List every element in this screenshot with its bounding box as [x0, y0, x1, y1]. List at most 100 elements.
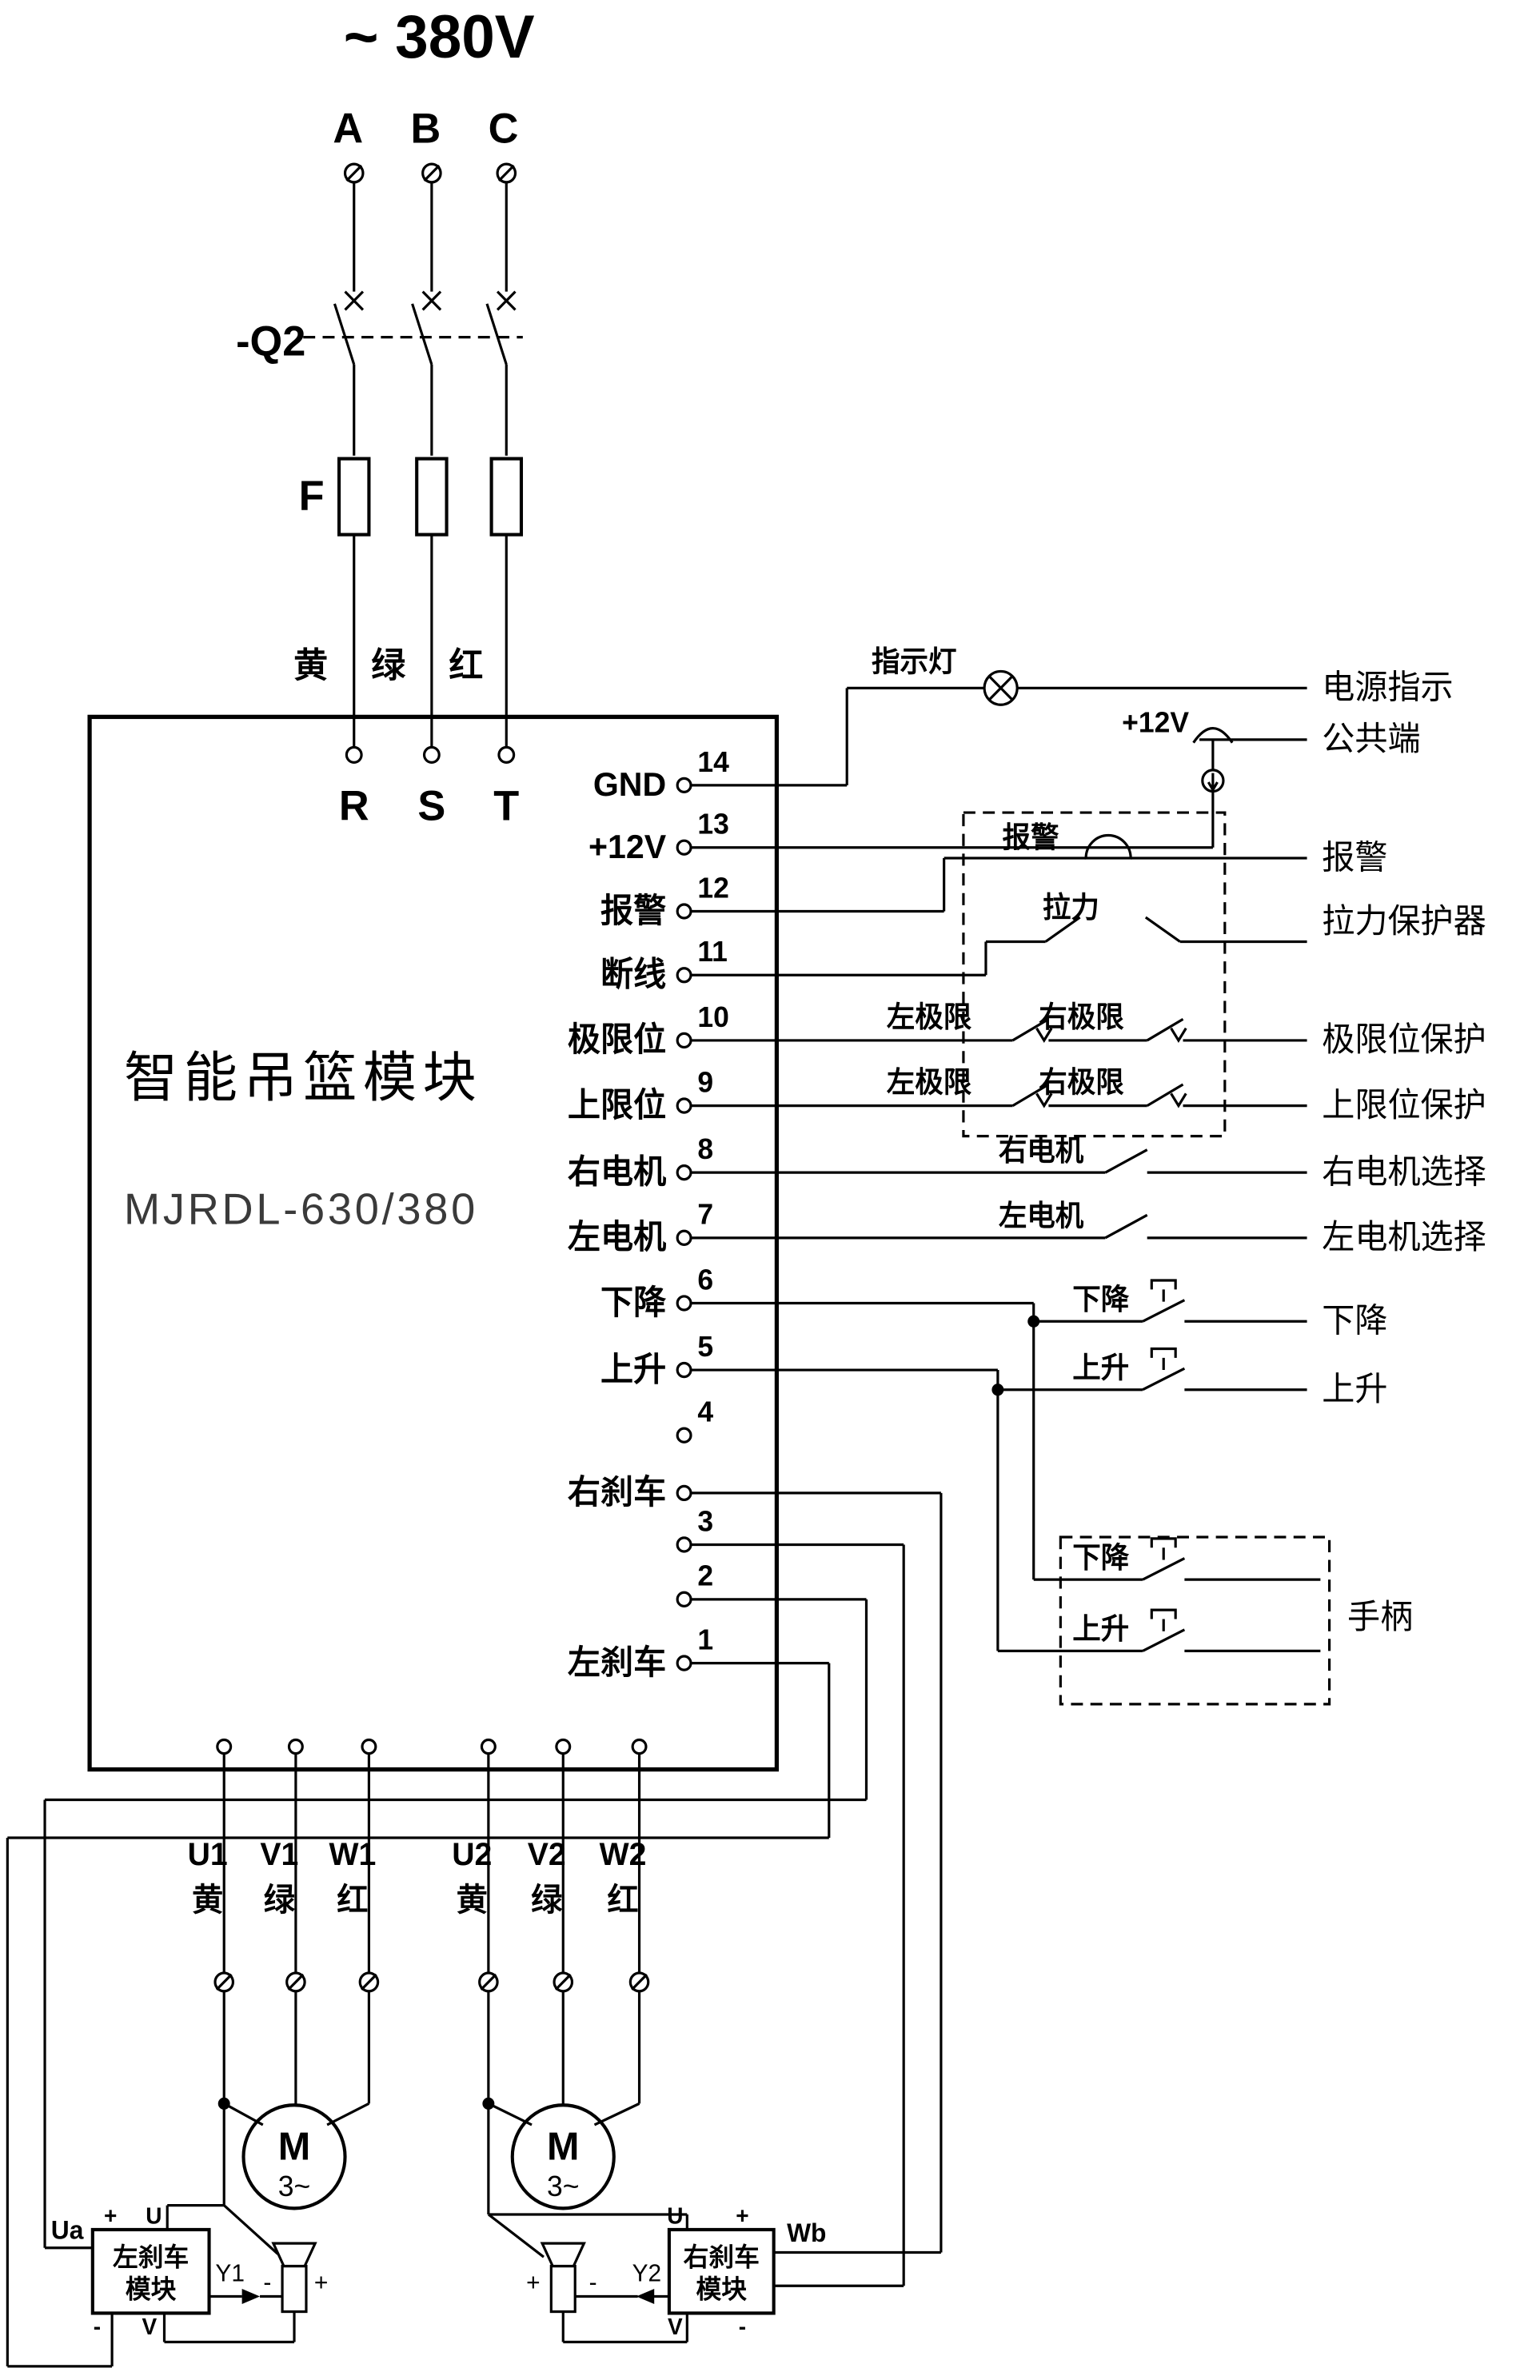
- connector-symbol: [421, 162, 442, 184]
- right-brake-feed-label: Wb: [787, 2218, 826, 2247]
- power-indicator-label: 电源指示: [1322, 668, 1453, 705]
- junction-dot: [1027, 1315, 1040, 1328]
- pin-label: 右电机: [568, 1152, 667, 1190]
- indicator-lamp-icon: [983, 669, 1019, 706]
- pin-number: 11: [697, 936, 728, 968]
- pin-number: 6: [697, 1264, 713, 1296]
- output-terminal-circle: [631, 1738, 648, 1755]
- motor-phase-label: 3~: [278, 2170, 310, 2202]
- pin-circle: [676, 1591, 692, 1607]
- pin-label: 上限位: [568, 1086, 666, 1124]
- pin-label: 上升: [600, 1350, 666, 1388]
- switch-blades: [1011, 916, 1186, 1652]
- pin-circle: [676, 1229, 692, 1246]
- pin-label: 右刹车: [568, 1473, 666, 1511]
- pin-circle: [676, 967, 692, 984]
- module-pins: 14 GND 13 +12V 12 报警 11 断线 10 极限位 9 上限位 …: [568, 746, 729, 1681]
- output-terminal-circle: [480, 1738, 497, 1755]
- pin-circle: [676, 1097, 692, 1114]
- wire-color-red: 红: [449, 647, 483, 685]
- up-inner-label: 上升: [1072, 1352, 1129, 1384]
- left-limit-label-2: 左极限: [887, 1066, 972, 1098]
- pin-number: 12: [697, 872, 728, 904]
- pin-number: 13: [697, 808, 728, 840]
- right-motor-select-label: 右电机选择: [1322, 1152, 1486, 1190]
- motor-wires: [162, 1754, 688, 2344]
- arrow-right-icon: [241, 2289, 261, 2305]
- terminal-u2-label: U2: [452, 1837, 492, 1872]
- connector-symbol: [213, 1971, 235, 1993]
- module-model: MJRDL-630/380: [124, 1184, 478, 1234]
- motor-symbol-label: M: [547, 2125, 579, 2168]
- left-brake-subtitle: 模块: [126, 2274, 177, 2303]
- terminal-t-circle: [497, 745, 516, 764]
- right-brake-module: 右刹车 模块 U + V - Wb Y2: [632, 2202, 827, 2339]
- connector-symbol: [496, 162, 517, 184]
- coil-plus-label: +: [526, 2270, 540, 2296]
- pin-number: 5: [697, 1331, 713, 1363]
- motor-brake-section: U1 V1 W1 U2 V2 W2 黄 绿 红 黄 绿 红 M 3~ M 3~: [51, 1754, 827, 2344]
- handle-up-label: 上升: [1072, 1613, 1129, 1645]
- pin-number: 14: [697, 746, 729, 778]
- left-brake-bottom-minus: -: [94, 2314, 101, 2339]
- external-circuit-section: 指示灯 +12V 报警 拉力 左极限 右极限 左极限 右极限 右电机 左电机 下…: [6, 645, 1486, 2368]
- pin-circle: [676, 1295, 692, 1312]
- fuse-label: F: [299, 473, 325, 520]
- pin-label: 断线: [600, 955, 666, 992]
- motor-right: M 3~: [510, 2103, 616, 2210]
- fuse-symbol: [489, 457, 524, 537]
- pushbutton-actuators: [1150, 1279, 1177, 1619]
- right-brake-top-plus: +: [736, 2202, 748, 2228]
- handle-down-label: 下降: [1072, 1542, 1129, 1574]
- right-brake-top-u: U: [667, 2202, 683, 2228]
- left-brake-bottom-v: V: [142, 2314, 157, 2339]
- terminal-r-circle: [345, 745, 363, 764]
- pin-number: 2: [697, 1559, 713, 1591]
- module-bottom-terminals: [216, 1738, 648, 1755]
- up-right-label: 上升: [1322, 1370, 1387, 1408]
- pin-circle: [676, 1164, 692, 1181]
- right-brake-bottom-v: V: [668, 2314, 683, 2339]
- fuse-symbol: [337, 457, 371, 537]
- pin-circle: [676, 1427, 692, 1444]
- terminal-r-label: R: [339, 782, 369, 829]
- pin-number: 3: [697, 1505, 713, 1537]
- pin-circle: [676, 1032, 692, 1049]
- alarm-inner-label: 报警: [1002, 821, 1059, 853]
- limit-switch-chevrons: [1035, 1027, 1187, 1108]
- junction-dot: [991, 1384, 1004, 1396]
- pin-label: 极限位: [568, 1020, 666, 1058]
- pin-circle: [676, 777, 692, 794]
- wire-color-label: 黄: [192, 1883, 223, 1918]
- pin-circle: [676, 1361, 692, 1379]
- limit-protection-label: 极限位保护: [1322, 1020, 1486, 1058]
- pin-label: 下降: [600, 1283, 667, 1320]
- pin-circle: [676, 903, 692, 920]
- down-inner-label: 下降: [1072, 1284, 1129, 1316]
- terminal-s-circle: [422, 745, 441, 764]
- protection-dashed-box: [962, 811, 1227, 1138]
- connector-symbol: [358, 1971, 380, 1993]
- indicator-label: 指示灯: [872, 645, 956, 677]
- pin-circle: [676, 1536, 692, 1553]
- tension-protector-label: 拉力保护器: [1322, 902, 1486, 940]
- terminal-u1-label: U1: [188, 1837, 228, 1872]
- module-box: [87, 714, 780, 1772]
- handle-dashed-box: [1059, 1535, 1331, 1706]
- tension-inner-label: 拉力: [1043, 892, 1099, 924]
- key-switch-icon: [1192, 727, 1234, 793]
- brake-coil-symbol-left: - +: [263, 2242, 328, 2314]
- motor-symbol-label: M: [278, 2125, 310, 2168]
- voltage-label: ~ 380V: [344, 3, 535, 71]
- phase-a-label: A: [333, 105, 363, 152]
- common-terminal-label: 公共端: [1322, 720, 1420, 757]
- wire-color-label: 红: [607, 1883, 638, 1918]
- output-terminal-circle: [361, 1738, 377, 1755]
- left-brake-title: 左刹车: [113, 2242, 189, 2271]
- wire-color-label: 绿: [531, 1883, 563, 1918]
- junction-dot: [482, 2097, 495, 2110]
- pin-number: 7: [697, 1198, 713, 1230]
- terminal-w1-label: W1: [329, 1837, 376, 1872]
- pin-number: 9: [697, 1066, 713, 1098]
